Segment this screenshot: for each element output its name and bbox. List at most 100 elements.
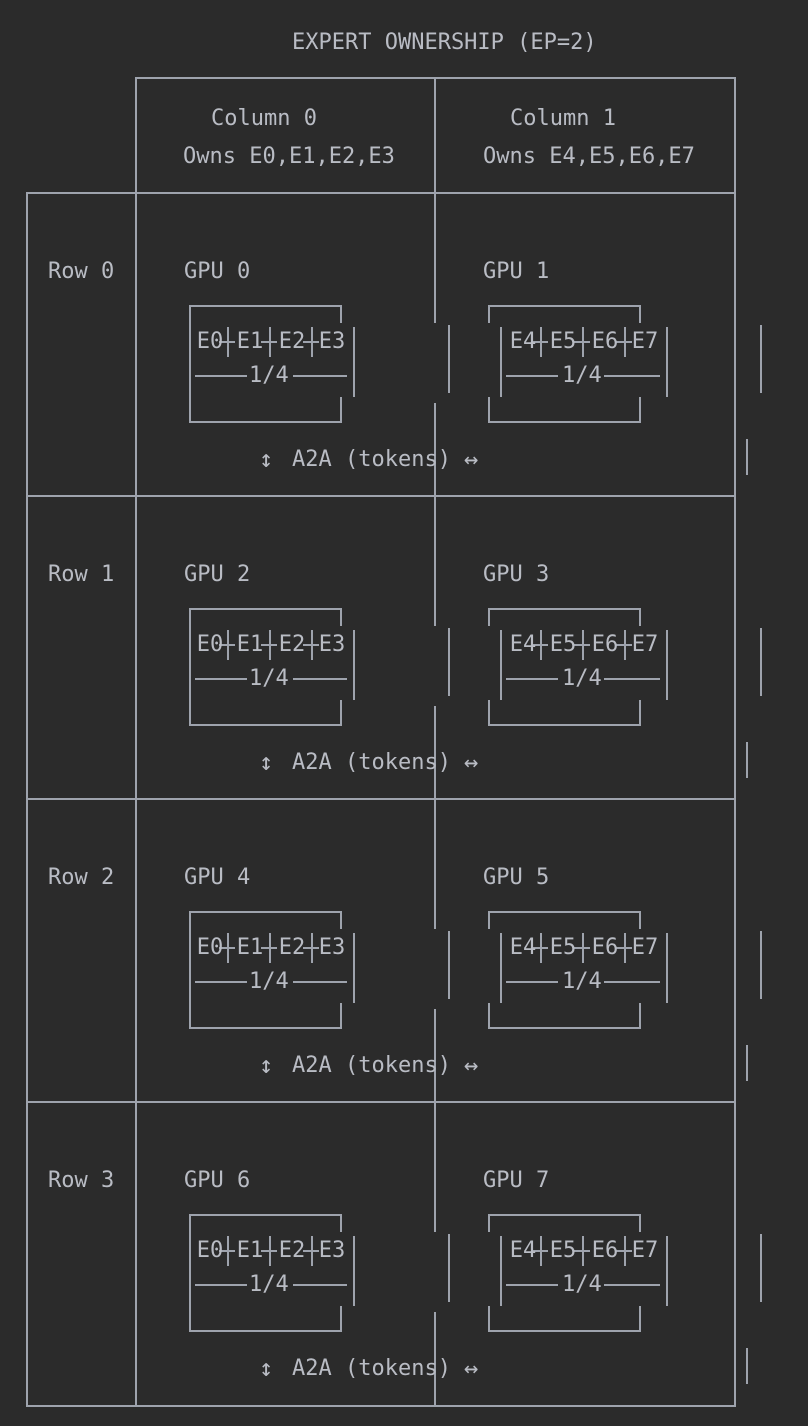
expert-label: E4 [509, 632, 537, 657]
box-share-rule-right [293, 678, 347, 680]
box-left [500, 933, 502, 1003]
chip-cross [261, 1250, 277, 1252]
expert-label: E7 [631, 329, 659, 354]
box-bottom [488, 1027, 641, 1029]
box-right-top [340, 608, 342, 626]
gpu-expert-box: E0 E1 E2 E3 1/4 [187, 1214, 357, 1332]
column-divider [434, 1102, 436, 1232]
gpu-expert-box: E4 E5 E6 E7 1/4 [486, 1214, 668, 1332]
box-left [500, 327, 502, 397]
box-share-rule-left [195, 678, 247, 680]
box-share-rule-right [293, 375, 347, 377]
box-share-rule-left [506, 375, 558, 377]
column-divider [434, 403, 436, 496]
side-tick [448, 325, 450, 393]
box-left [500, 1236, 502, 1306]
box-left [189, 1214, 191, 1332]
gpu-label: GPU 7 [483, 1168, 550, 1193]
gpu-expert-box: E4 E5 E6 E7 1/4 [486, 608, 668, 726]
side-tick [746, 1045, 748, 1081]
header-mid-divider [434, 77, 436, 194]
expert-label: E4 [509, 935, 537, 960]
box-top [189, 305, 342, 307]
box-left-top [488, 608, 490, 626]
box-right-bottom [340, 1003, 342, 1029]
box-share-rule-right [293, 1284, 347, 1286]
frame-bottom-border [26, 1405, 736, 1407]
rows-top-border [26, 192, 736, 194]
expert-label: E7 [631, 632, 659, 657]
side-tick [448, 628, 450, 696]
vertical-arrow-icon: ↕ [259, 748, 274, 776]
expert-label: E3 [318, 329, 346, 354]
expert-label: E6 [591, 632, 619, 657]
box-left-top [488, 1214, 490, 1232]
share-label: 1/4 [562, 969, 602, 994]
box-bottom [189, 1330, 342, 1332]
horizontal-arrow-icon: ↔ [464, 445, 479, 473]
chip-cross [616, 644, 632, 646]
diagram-title: EXPERT OWNERSHIP (EP=2) [292, 30, 597, 55]
expert-label: E0 [196, 329, 224, 354]
horizontal-arrow-icon: ↔ [464, 1354, 479, 1382]
chip-cross [219, 947, 235, 949]
expert-label: E3 [318, 632, 346, 657]
expert-label: E5 [549, 935, 577, 960]
expert-label: E4 [509, 329, 537, 354]
box-share-rule-right [604, 981, 660, 983]
gpu-label: GPU 5 [483, 865, 550, 890]
box-right-top [340, 911, 342, 929]
chip-cross [303, 341, 319, 343]
share-label: 1/4 [562, 1272, 602, 1297]
a2a-label: A2A (tokens) [292, 1053, 451, 1078]
frame-left-border [26, 192, 28, 1406]
column-divider [434, 1009, 436, 1102]
expert-label: E2 [278, 329, 306, 354]
chip-cross [616, 1250, 632, 1252]
expert-label: E0 [196, 935, 224, 960]
box-right [353, 933, 355, 1003]
expert-label: E3 [318, 935, 346, 960]
box-share-rule-right [604, 375, 660, 377]
gpu-expert-box: E0 E1 E2 E3 1/4 [187, 911, 357, 1029]
box-right-top [639, 305, 641, 323]
gpu-label: GPU 4 [184, 865, 251, 890]
chip-cross [532, 341, 548, 343]
box-left-bottom [488, 1306, 490, 1332]
box-left-top [488, 305, 490, 323]
header-right-border [734, 77, 736, 194]
expert-label: E6 [591, 1238, 619, 1263]
box-left [189, 305, 191, 423]
column-1-owns: Owns E4,E5,E6,E7 [483, 144, 695, 169]
expert-label: E2 [278, 935, 306, 960]
side-tick [760, 325, 762, 393]
box-left-top [488, 911, 490, 929]
side-tick [760, 931, 762, 999]
gpu-label: GPU 3 [483, 562, 550, 587]
side-tick [760, 1234, 762, 1302]
box-left-bottom [488, 700, 490, 726]
chip-cross [616, 947, 632, 949]
gpu-label: GPU 6 [184, 1168, 251, 1193]
column-divider [434, 193, 436, 323]
chip-cross [219, 1250, 235, 1252]
chip-cross [303, 1250, 319, 1252]
box-right-top [340, 305, 342, 323]
chip-cross [616, 341, 632, 343]
row-label: Row 3 [48, 1168, 115, 1193]
chip-cross [574, 644, 590, 646]
box-top [189, 911, 342, 913]
box-right-bottom [340, 700, 342, 726]
column-1-label: Column 1 [510, 106, 616, 131]
box-left [500, 630, 502, 700]
header-left-border [135, 77, 137, 194]
box-right-bottom [639, 1003, 641, 1029]
box-share-rule-left [195, 981, 247, 983]
box-right-bottom [340, 1306, 342, 1332]
box-share-rule-left [195, 375, 247, 377]
horizontal-arrow-icon: ↔ [464, 748, 479, 776]
expert-label: E1 [236, 329, 264, 354]
vertical-arrow-icon: ↕ [259, 1354, 274, 1382]
chip-cross [532, 947, 548, 949]
